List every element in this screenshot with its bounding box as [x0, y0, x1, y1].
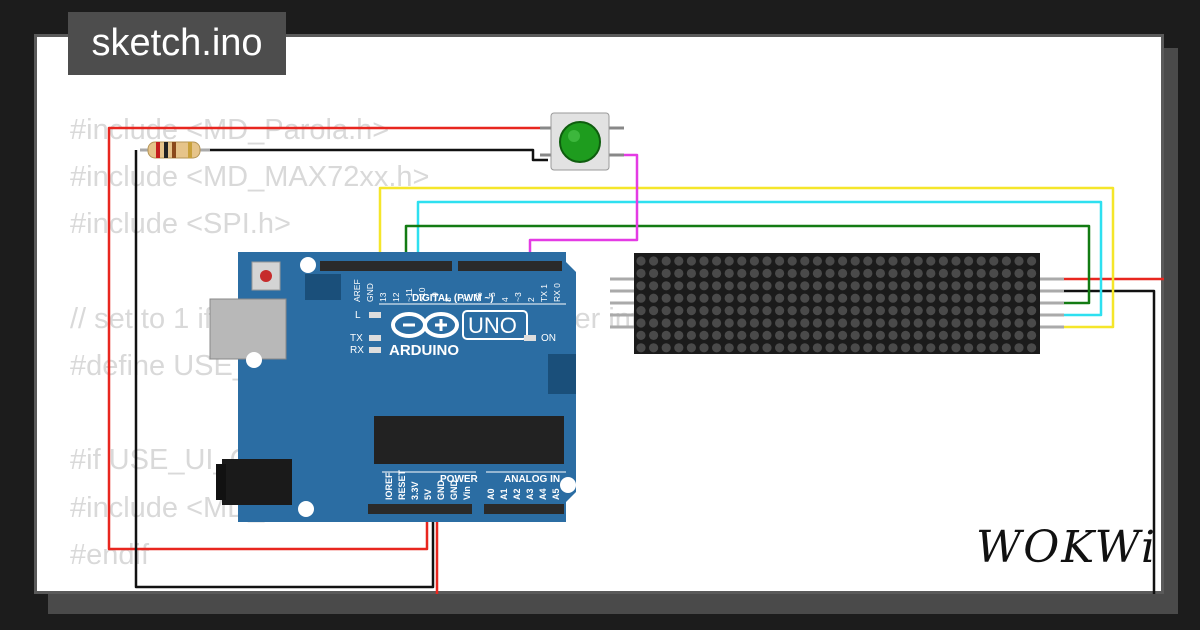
power-header	[368, 504, 472, 514]
power-jack	[222, 459, 292, 505]
bottom-pin-label: A3	[525, 488, 535, 500]
wire-red-resistor	[107, 126, 540, 551]
bottom-pin-label: A0	[486, 488, 496, 500]
top-pin-label: AREF	[352, 279, 362, 302]
arduino-model-label: UNO	[468, 313, 517, 338]
wire-green	[404, 224, 1091, 305]
wire-cyan	[416, 200, 1103, 317]
push-button[interactable]	[540, 112, 624, 171]
atmega-chip	[374, 416, 564, 464]
led-matrix	[610, 253, 1064, 354]
wire-black-ground	[134, 150, 435, 589]
wokwi-logo: WOKWi	[976, 522, 1158, 573]
bottom-pin-label: 5V	[423, 489, 433, 500]
bottom-pin-label: A5	[551, 488, 561, 500]
top-pin-label: 2	[526, 297, 536, 302]
wire-yellow	[378, 186, 1115, 329]
top-pin-label: 4	[500, 297, 510, 302]
resistor[interactable]	[140, 141, 210, 159]
bottom-pin-label: A2	[512, 488, 522, 500]
top-pin-label: ~5	[487, 292, 497, 302]
wire-black-matrix	[1062, 289, 1156, 594]
top-pin-label: GND	[365, 283, 375, 302]
bottom-pin-label: IOREF	[384, 472, 394, 500]
top-pin-label: ~3	[513, 292, 523, 302]
top-pin-label: RX 0	[552, 283, 562, 302]
bottom-pin-label: RESET	[397, 469, 407, 500]
top-pin-label: 13	[378, 292, 388, 302]
top-pin-label: TX 1	[539, 284, 549, 302]
digital-header-left	[320, 261, 452, 271]
code-line: #include <MD_Parola.h>	[70, 114, 390, 146]
led-on-label: ON	[541, 333, 556, 344]
wires	[107, 126, 1164, 594]
analog-label: ANALOG IN	[504, 474, 560, 485]
arduino-uno-board: ARDUINO UNO DIGITAL (PWM ~) POWER ANALOG IN L…	[209, 252, 576, 522]
bottom-pin-label: GND	[449, 480, 459, 501]
digital-header-right	[458, 261, 562, 271]
arduino-logo	[391, 312, 459, 338]
led-tx-label: TX	[350, 333, 363, 344]
led-l-label: L	[355, 310, 361, 321]
usb-port	[209, 298, 287, 360]
top-pin-label: ~10	[417, 287, 427, 302]
wire-black-button	[205, 148, 548, 162]
bottom-pin-label: GND	[436, 480, 446, 501]
top-pin-label: 8	[443, 297, 453, 302]
code-line: #include <SPI.h>	[70, 208, 291, 241]
filename-tab[interactable]: sketch.ino	[68, 12, 286, 75]
wire-magenta	[528, 153, 639, 263]
top-pin-label: 12	[391, 292, 401, 302]
top-pin-label: ~6	[474, 292, 484, 302]
code-line: #include <MD_MAX72xx.h>	[70, 161, 430, 194]
bottom-pin-label: A1	[499, 488, 509, 500]
top-pin-label: 7	[461, 297, 471, 302]
bottom-pin-label: Vin	[462, 486, 472, 500]
led-rx-label: RX	[350, 345, 364, 356]
power-label: POWER	[440, 474, 479, 485]
top-pin-label: ~11	[404, 288, 414, 302]
arduino-brand-label: ARDUINO	[389, 342, 459, 359]
bottom-pin-label: A4	[538, 488, 548, 500]
analog-header	[484, 504, 564, 514]
top-pin-label: ~9	[430, 292, 440, 302]
button-cap[interactable]	[559, 121, 601, 163]
bottom-pin-label: 3.3V	[410, 481, 420, 500]
digital-label: DIGITAL (PWM ~)	[412, 293, 494, 304]
